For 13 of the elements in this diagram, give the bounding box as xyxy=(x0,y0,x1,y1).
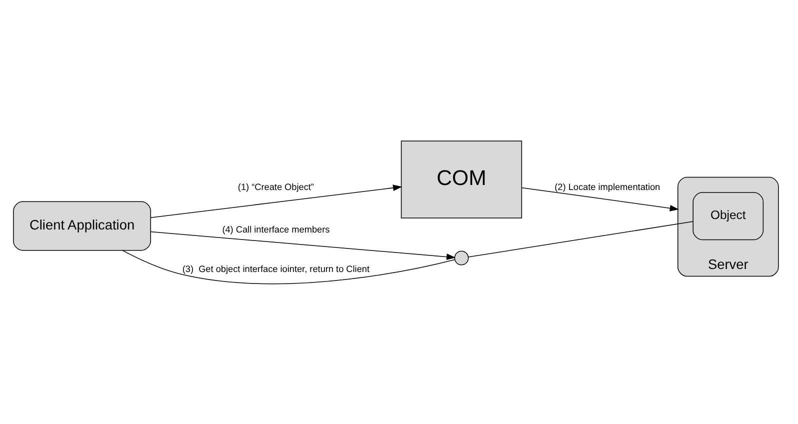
connector xyxy=(122,250,456,284)
edge-label: (4) Call interface members xyxy=(222,224,330,234)
arrow xyxy=(521,186,679,211)
connector xyxy=(468,220,694,257)
node-box: COM xyxy=(400,140,522,218)
node-box: Object xyxy=(692,192,764,240)
node-circle xyxy=(454,250,469,265)
edge-label: (3) Get object interface iointer, return to Client xyxy=(182,264,370,274)
edge-label: (1) “Create Object” xyxy=(238,181,314,192)
arrow xyxy=(150,184,402,218)
arrow xyxy=(150,230,456,260)
edge-label: (2) Locate implementation xyxy=(554,181,660,192)
node-box: Client Application xyxy=(13,200,151,250)
